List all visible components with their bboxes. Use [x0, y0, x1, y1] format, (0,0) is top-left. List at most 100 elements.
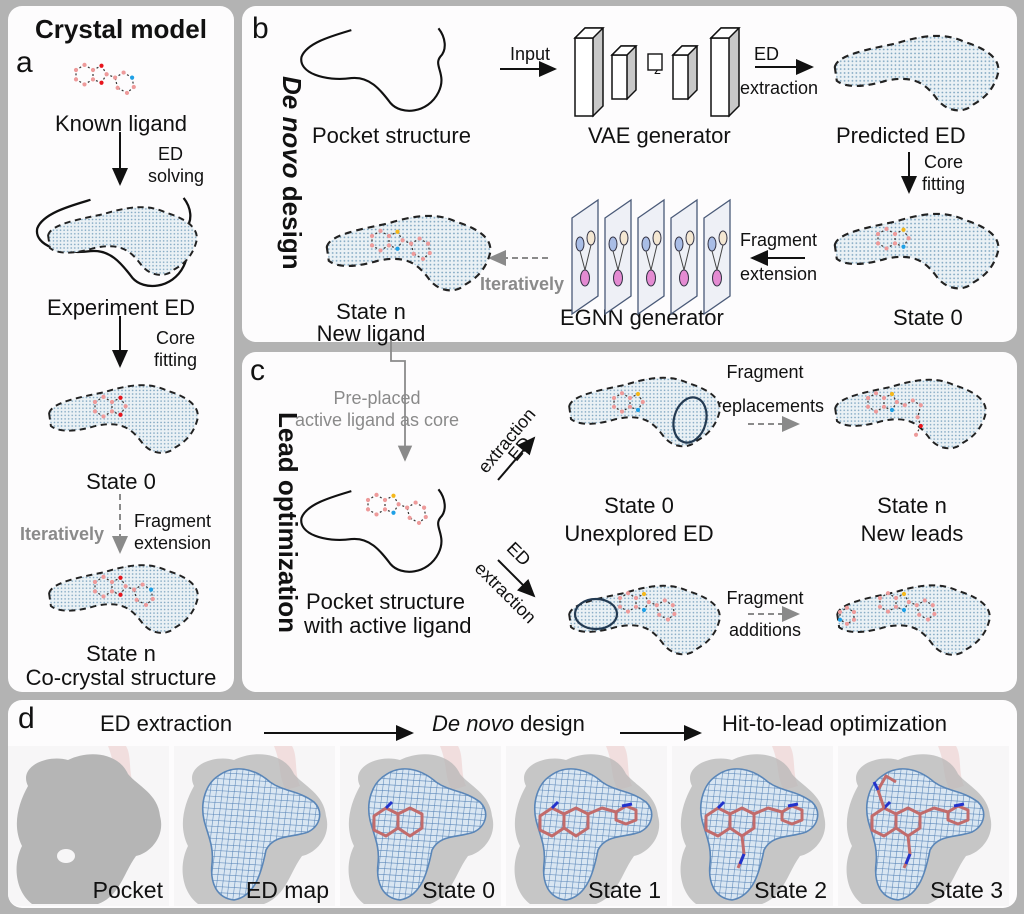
state-n-molecule — [369, 228, 432, 262]
node-beige — [718, 230, 728, 246]
state0-addition-molecule — [617, 591, 677, 622]
edge — [678, 250, 685, 271]
atom-carbon — [884, 226, 889, 231]
panel-letter-b: b — [252, 12, 269, 45]
atom-carbon — [365, 497, 371, 503]
flow-hit-to-lead: Hit-to-lead optimization — [722, 711, 947, 736]
atom-carbon — [378, 248, 383, 253]
mesh-line — [202, 799, 320, 811]
ring-2 — [729, 806, 756, 838]
atom-nitrogen — [391, 510, 396, 515]
fragment-extension-label-1: Fragment — [740, 230, 818, 250]
atom-carbon — [73, 67, 79, 73]
ed-mesh-fill — [534, 768, 652, 900]
side-title-italic: De novo — [277, 76, 307, 179]
node-blue — [641, 236, 651, 252]
atom-carbon — [73, 77, 79, 82]
state0-core-molecule — [92, 394, 128, 419]
flow-design: design — [513, 711, 585, 736]
atom-carbon — [875, 231, 881, 237]
pocket-with-ligand-label-2: with active ligand — [304, 613, 472, 638]
block-front — [611, 54, 628, 100]
atom-carbon — [670, 603, 675, 608]
thumbnail-pocket: Pocket — [8, 746, 169, 906]
atom-carbon — [422, 505, 427, 510]
atom-nitrogen — [889, 407, 895, 413]
atom-carbon — [918, 403, 923, 408]
atom-carbon — [915, 415, 920, 420]
atom-carbon — [662, 598, 667, 603]
ed-solving-label-1: ED — [158, 144, 184, 164]
block-top — [671, 45, 699, 56]
atom-carbon — [115, 85, 120, 90]
atom-carbon — [917, 612, 922, 617]
block-front — [672, 54, 689, 100]
node-blue — [608, 236, 618, 252]
linker — [587, 806, 617, 816]
unexplored-region-addition — [573, 597, 619, 631]
atom-sulfur — [391, 493, 396, 498]
nitrogen-stick — [621, 802, 633, 808]
mesh-line — [213, 768, 235, 900]
fragment-replacements-label-2: replacements — [716, 396, 825, 416]
atom-carbon — [150, 596, 155, 602]
atom-carbon — [411, 251, 416, 256]
atom-carbon — [865, 404, 871, 409]
edge — [579, 250, 586, 271]
atom-carbon — [930, 603, 935, 608]
atom-carbon — [101, 394, 106, 399]
ed-mesh-fill — [700, 768, 818, 900]
state0-ed-map — [833, 212, 1000, 290]
thumbnail-state-2: State 2 — [672, 746, 833, 906]
block-top — [709, 27, 741, 39]
thumb-caption: State 2 — [754, 877, 827, 903]
atom-carbon — [101, 414, 106, 419]
atom-carbon — [413, 500, 418, 505]
mesh-line — [534, 811, 652, 823]
linker — [919, 806, 949, 816]
ring-2 — [397, 806, 424, 838]
panel-a-title: Crystal model — [35, 14, 207, 44]
panel-letter-d: d — [18, 702, 35, 735]
ed-mesh-outline — [368, 768, 487, 901]
atom-carbon — [427, 250, 432, 256]
atom-carbon — [873, 391, 879, 396]
atom-carbon — [910, 398, 915, 403]
thumbnail-state-1: State 1 — [506, 746, 667, 906]
edge — [683, 244, 691, 271]
flow-de-novo-italic: De novo — [432, 711, 514, 736]
atom-carbon — [625, 591, 631, 596]
state-n-addition-molecule — [877, 591, 937, 622]
arrow-ed-extraction-up — [497, 436, 536, 481]
atom-carbon — [619, 409, 625, 414]
mesh-line — [379, 768, 401, 900]
atom-oxygen — [918, 423, 923, 429]
atom-oxygen — [118, 575, 123, 580]
atom-carbon — [132, 587, 137, 592]
atom-carbon — [423, 514, 428, 520]
atom-nitrogen — [395, 246, 400, 251]
panel-letter-c: c — [250, 354, 265, 387]
ring-2 — [563, 806, 590, 838]
atom-sulfur — [889, 391, 895, 397]
ed-mesh-outline — [534, 768, 653, 901]
atom-oxygen — [118, 395, 123, 400]
thumb-caption: Pocket — [92, 877, 163, 903]
atom-carbon — [617, 595, 623, 601]
node-pink — [613, 269, 623, 287]
preplaced-label-1: Pre-placed — [333, 388, 421, 408]
atom-carbon — [121, 70, 126, 75]
egnn-frame — [637, 198, 665, 316]
fragment-extension-label-2: extension — [134, 533, 212, 553]
state0-addition-ed-map — [568, 584, 721, 656]
frame-sheet — [571, 198, 599, 316]
active-ligand-molecule — [365, 492, 428, 526]
ligand-stick-model — [870, 774, 970, 869]
mesh-line — [557, 768, 579, 900]
block-front — [574, 37, 594, 117]
block-front — [710, 37, 730, 117]
side-title-rest: design — [277, 178, 307, 270]
edge — [612, 250, 619, 271]
nitrogen-stick — [787, 802, 799, 808]
